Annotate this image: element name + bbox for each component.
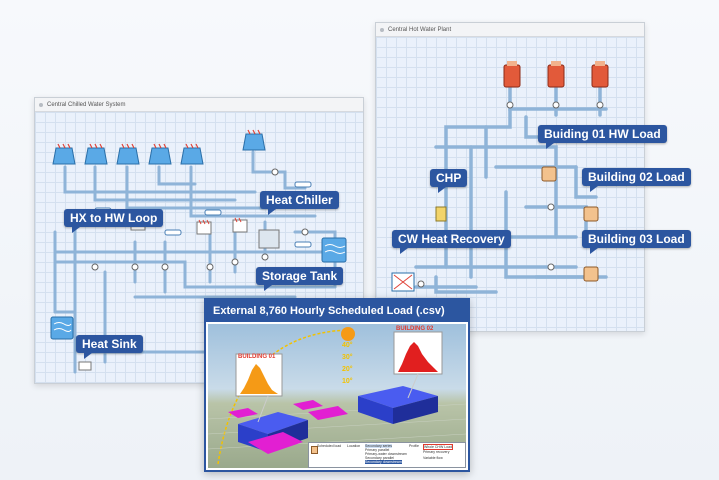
building-01-model xyxy=(238,412,308,454)
sun-icon xyxy=(341,327,355,341)
scheduled-load-label: Scheduled load xyxy=(317,444,342,448)
scheduled-load-settings[interactable]: Scheduled load Location Secondary series… xyxy=(308,442,466,468)
scheduled-load-icon xyxy=(311,446,318,454)
sun-angle-30: 30° xyxy=(342,354,353,361)
building-03-load-tag: Building 03 Load xyxy=(582,230,691,254)
chilled-water-titlebar[interactable]: Central Chilled Water System xyxy=(35,98,363,112)
building-02-load-chart xyxy=(393,331,443,375)
location-option-1[interactable]: Primary parallel xyxy=(365,448,390,452)
building-02-load-tag: Building 02 Load xyxy=(582,168,691,192)
building-02-label: BUILDING 02 xyxy=(396,326,434,332)
profile-label: Profile xyxy=(409,444,419,448)
location-option-3[interactable]: Secondary parallel xyxy=(365,456,394,460)
building-01-label: BUILDING 01 xyxy=(238,354,276,360)
hot-water-canvas[interactable] xyxy=(376,37,644,331)
cooling-tower-icons xyxy=(52,129,266,165)
window-icon xyxy=(380,27,384,32)
location-option-0[interactable]: Secondary series xyxy=(365,444,393,448)
profile-option-0[interactable]: Whole CHW Load xyxy=(423,444,454,450)
profile-option-1[interactable]: Primary recovery xyxy=(423,450,450,454)
sun-angle-10: 10° xyxy=(342,378,353,385)
building-02-model xyxy=(358,386,438,424)
cw-heat-recovery-tag: CW Heat Recovery xyxy=(392,230,511,254)
hot-water-titlebar[interactable]: Central Hot Water Plant xyxy=(376,23,644,37)
hx-to-hw-loop-tag: HX to HW Loop xyxy=(64,209,164,233)
hot-water-diagram xyxy=(391,61,609,294)
chp-tag: CHP xyxy=(430,169,468,193)
location-option-2[interactable]: Primary-water downstream xyxy=(365,452,407,456)
building-01-load-chart xyxy=(235,353,283,397)
heat-sink-tag: Heat Sink xyxy=(76,335,143,359)
external-load-title: External 8,760 Hourly Scheduled Load (.c… xyxy=(206,300,468,322)
storage-tank-tag: Storage Tank xyxy=(256,267,344,291)
heat-sink-icon xyxy=(50,316,92,371)
location-label: Location xyxy=(347,444,361,448)
campus-illustration xyxy=(208,327,466,465)
location-option-4[interactable]: Secondary downstream xyxy=(365,460,402,464)
chilled-water-title: Central Chilled Water System xyxy=(47,101,126,108)
heat-chiller-tag: Heat Chiller xyxy=(260,191,339,215)
sun-angle-20: 20° xyxy=(342,366,353,373)
campus-scene: BUILDING 01 BUILDING 02 40° 30° 20° 10° … xyxy=(208,324,466,468)
profile-option-2[interactable]: Variable flow xyxy=(423,456,443,460)
building-01-hw-load-tag: Buiding 01 HW Load xyxy=(538,125,667,149)
sun-angle-40: 40° xyxy=(342,342,353,349)
boiler-icons xyxy=(503,61,609,88)
external-load-panel[interactable]: External 8,760 Hourly Scheduled Load (.c… xyxy=(204,298,470,472)
storage-tank-icon xyxy=(321,237,347,263)
window-icon xyxy=(39,102,43,107)
hot-water-title: Central Hot Water Plant xyxy=(388,26,452,33)
